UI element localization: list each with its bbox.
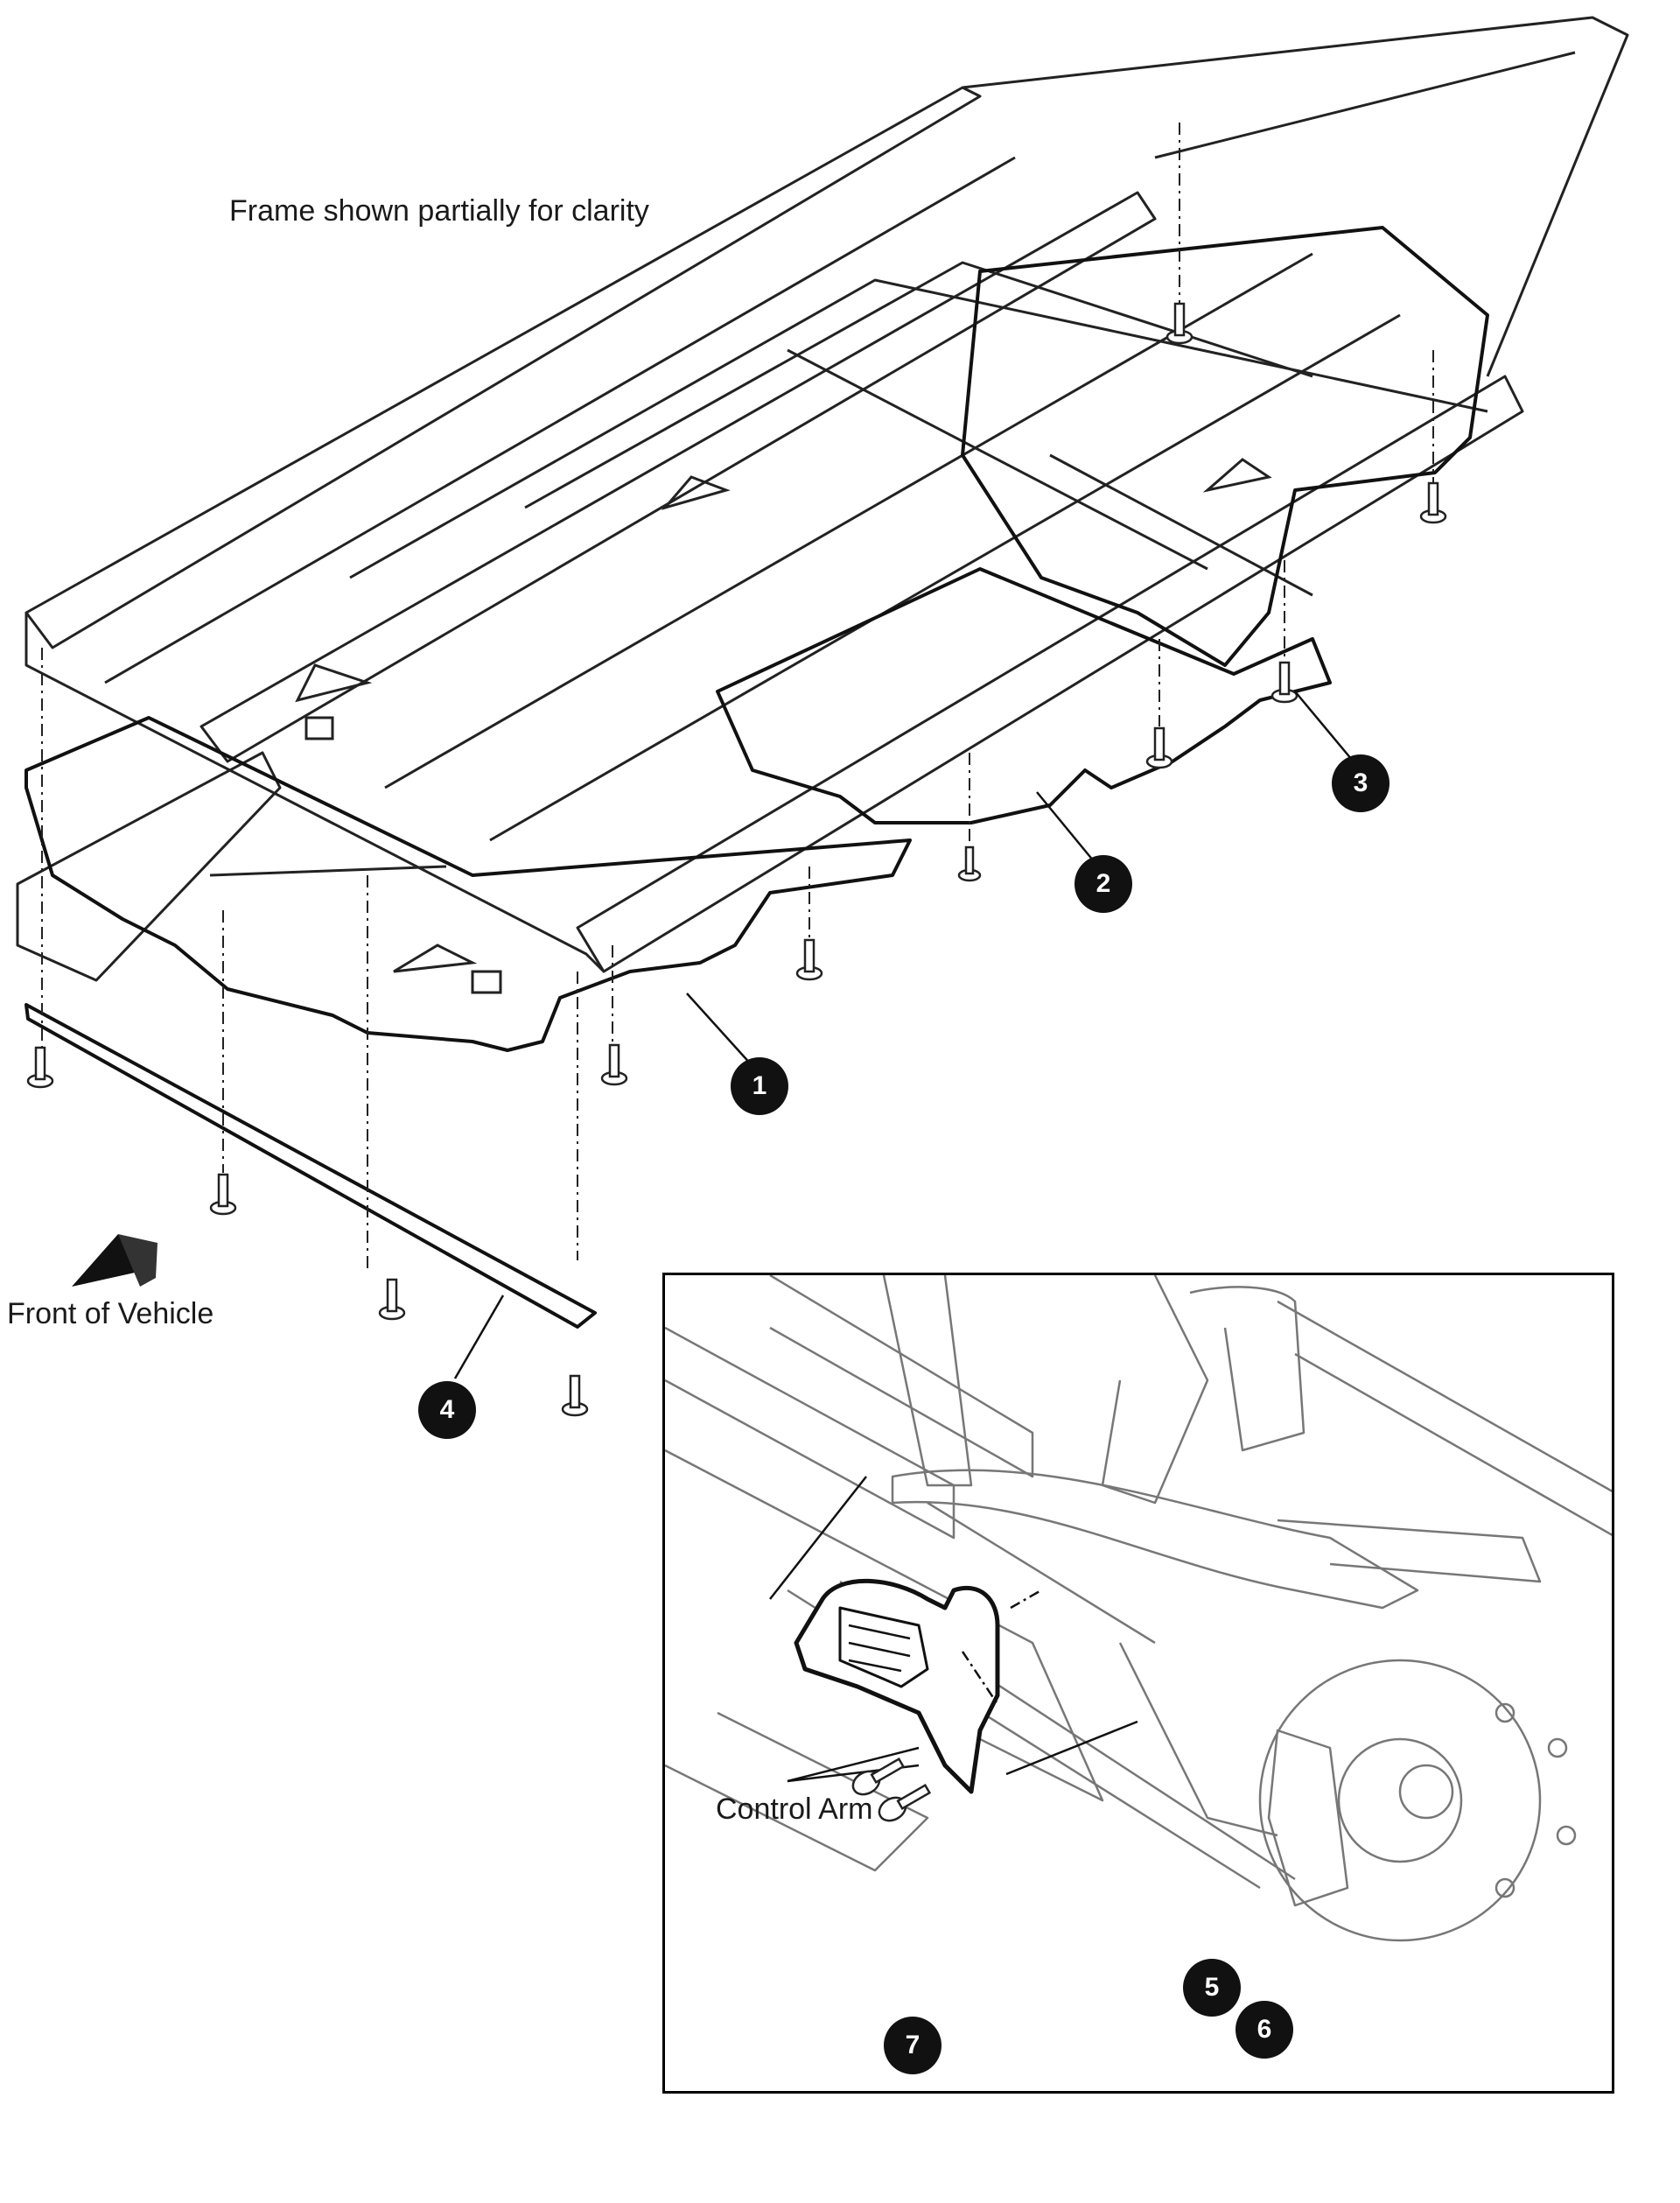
bolt-fastener: [878, 1783, 932, 1822]
frame-crossmember-5: [1049, 453, 1313, 597]
bolt-fastener: [378, 1278, 406, 1321]
skid-plate-4: [24, 1003, 597, 1329]
bolt-fastener: [1145, 726, 1173, 769]
frame-note-label: Frame shown partially for clarity: [229, 194, 649, 228]
front-arrow-icon: [72, 1234, 158, 1287]
suspension-inset: [662, 1273, 1614, 2094]
front-bumper: [16, 751, 282, 982]
skid-plate-2: [716, 567, 1332, 824]
bolt-fastener: [795, 938, 823, 981]
bolt-fastener: [851, 1757, 906, 1796]
bolt-fastener: [561, 1374, 589, 1417]
frame-tongue: [962, 16, 1629, 377]
callout-1: 1: [731, 1057, 788, 1115]
suspension-detail-diagram: [665, 1275, 1612, 1942]
callout-6: 6: [1236, 2001, 1293, 2059]
front-of-vehicle-label: Front of Vehicle: [7, 1297, 214, 1330]
bolt-fastener: [209, 1173, 237, 1216]
bolt-fastener: [26, 1046, 54, 1089]
control-arm-label: Control Arm: [716, 1793, 873, 1826]
bolt-fastener: [957, 845, 982, 882]
bolt-fastener: [1270, 661, 1298, 704]
frame-front-rail: [24, 613, 606, 973]
frame-crossmember-4: [787, 348, 1208, 571]
callout-4: 4: [418, 1381, 476, 1439]
callout-7: 7: [884, 2017, 942, 2074]
frame-right-rail: [576, 375, 1524, 973]
callout-5: 5: [1183, 1959, 1241, 2017]
bolt-fastener: [600, 1043, 628, 1086]
skid-plate-1: [24, 716, 912, 1052]
bolt-fastener: [1419, 481, 1447, 524]
callout-3: 3: [1332, 754, 1390, 812]
frame-left-rail: [24, 86, 982, 649]
bolt-fastener: [1166, 302, 1194, 345]
skid-plate-3: [961, 226, 1489, 667]
frame-crossmember-3: [524, 261, 1313, 509]
callout-2: 2: [1074, 855, 1132, 913]
frame-crossmember-2: [349, 278, 1488, 579]
